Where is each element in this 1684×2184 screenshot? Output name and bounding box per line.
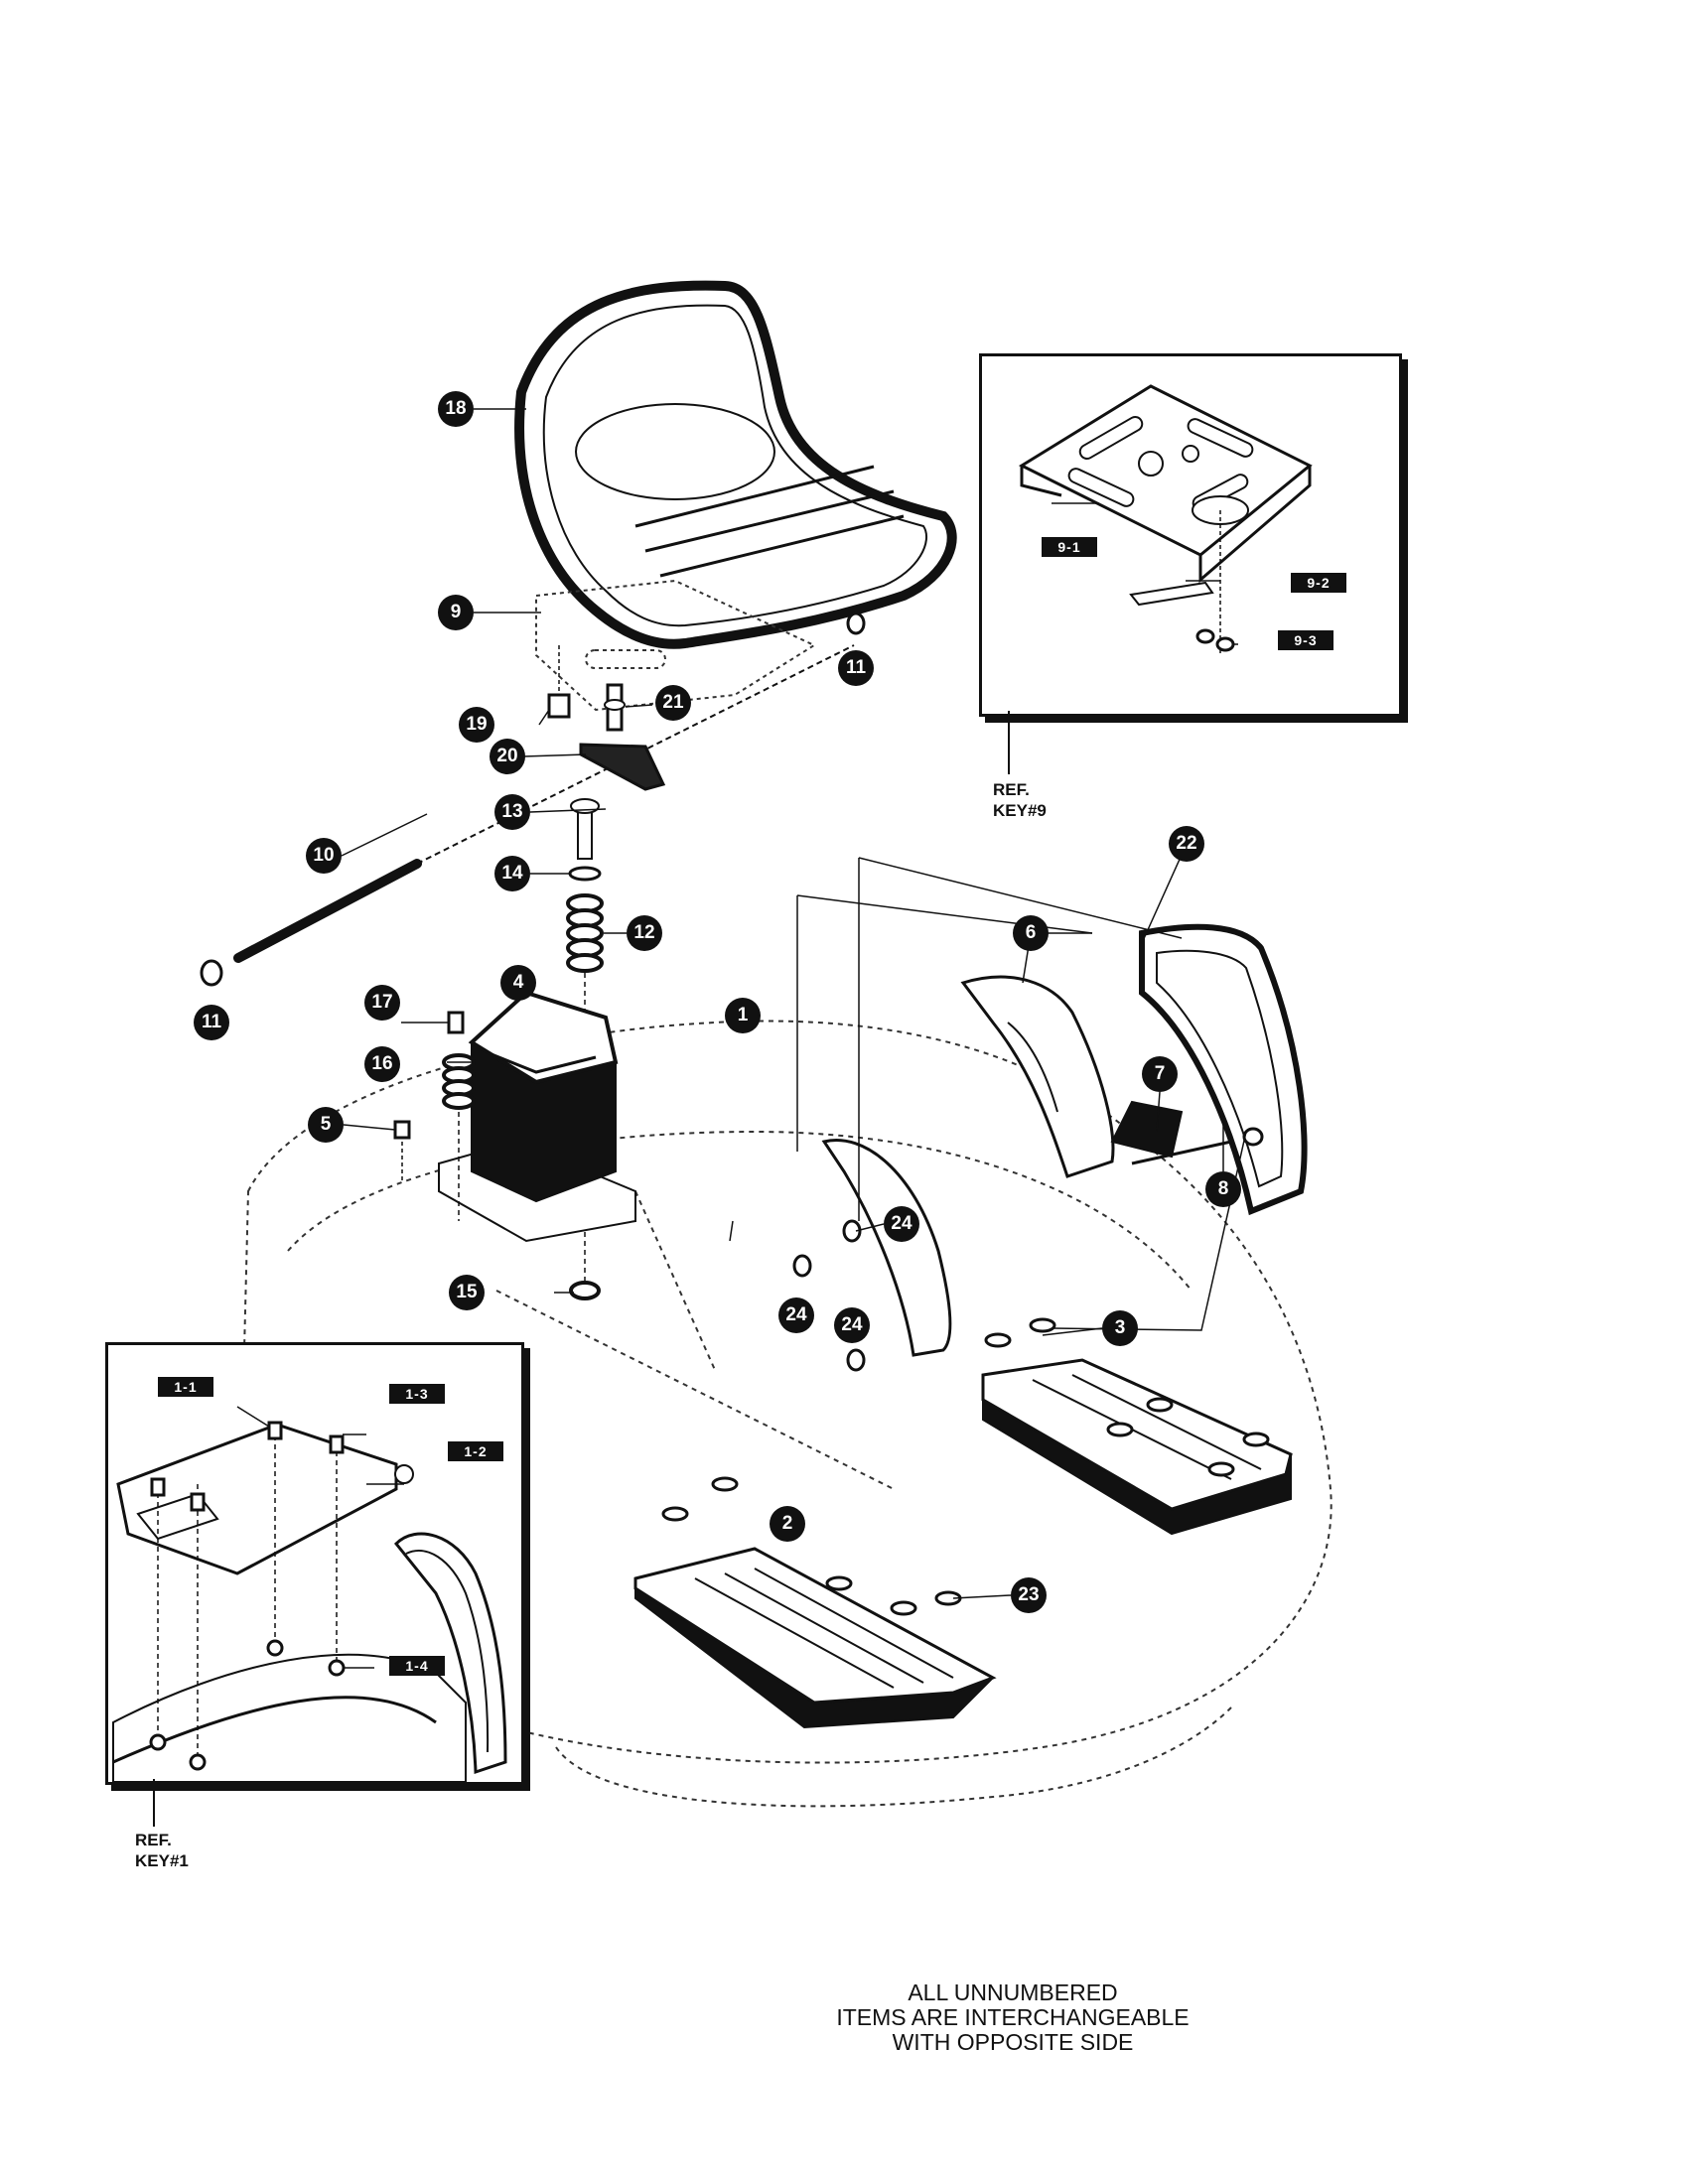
pivot-rod (200, 612, 866, 987)
tag-1-1: 1-1 (158, 1377, 213, 1397)
note-line-1: ALL UNNUMBERED (908, 1979, 1118, 2005)
callout-23: 23 (1011, 1577, 1047, 1613)
callout-2: 2 (770, 1506, 805, 1542)
callout-24-c: 24 (834, 1307, 870, 1343)
callout-3: 3 (1102, 1310, 1138, 1346)
fender-panels (821, 923, 1308, 1357)
callout-5: 5 (308, 1107, 344, 1143)
ref-line-2: KEY#9 (993, 801, 1047, 820)
callout-16: 16 (364, 1046, 400, 1082)
ref-line-1: REF. (135, 1831, 172, 1849)
tag-1-4: 1-4 (389, 1656, 445, 1676)
callout-9: 9 (438, 595, 474, 630)
inset-seat-plate (979, 353, 1402, 717)
battery-box (438, 990, 636, 1243)
callout-17: 17 (364, 985, 400, 1021)
tag-1-2: 1-2 (448, 1441, 503, 1461)
ref-line-2: KEY#1 (135, 1851, 189, 1870)
note-line-3: WITH OPPOSITE SIDE (892, 2029, 1134, 2055)
tag-9-1: 9-1 (1042, 537, 1097, 557)
ref-key-1-label: REF. KEY#1 (135, 1830, 189, 1871)
callout-21: 21 (655, 685, 691, 721)
callout-11-lower: 11 (194, 1005, 229, 1040)
ref-key-9-label: REF. KEY#9 (993, 779, 1047, 821)
callout-1: 1 (725, 998, 761, 1033)
note-line-2: ITEMS ARE INTERCHANGEABLE (836, 2004, 1190, 2030)
seat-plate-detail-art (1018, 384, 1313, 654)
tag-1-3: 1-3 (389, 1384, 445, 1404)
callout-6: 6 (1013, 915, 1049, 951)
callout-12: 12 (627, 915, 662, 951)
callout-18: 18 (438, 391, 474, 427)
tag-9-3: 9-3 (1278, 630, 1333, 650)
ref-line-1: REF. (993, 780, 1030, 799)
callout-11-upper: 11 (838, 650, 874, 686)
callout-20: 20 (490, 739, 525, 774)
callout-14: 14 (494, 856, 530, 891)
inset-fender-bracket (105, 1342, 524, 1785)
seat-plate (535, 579, 817, 712)
callout-15: 15 (449, 1275, 485, 1310)
callout-24-a: 24 (884, 1206, 919, 1242)
callout-8: 8 (1205, 1171, 1241, 1207)
spring-assembly (566, 798, 604, 1300)
tag-9-2: 9-2 (1291, 573, 1346, 593)
fender-bracket-detail-art (112, 1406, 507, 1783)
callout-24-b: 24 (778, 1297, 814, 1333)
carriage-bolts (661, 1219, 1270, 1616)
seat (514, 280, 957, 649)
callout-13: 13 (494, 794, 530, 830)
callout-22: 22 (1169, 826, 1204, 862)
footrests (633, 1358, 1293, 1729)
adjust-knob (547, 645, 666, 791)
callout-7: 7 (1142, 1056, 1178, 1092)
callout-4: 4 (500, 965, 536, 1001)
interchangeable-note: ALL UNNUMBERED ITEMS ARE INTERCHANGEABLE… (794, 1980, 1231, 2055)
callout-10: 10 (306, 838, 342, 874)
callout-19: 19 (459, 707, 494, 743)
